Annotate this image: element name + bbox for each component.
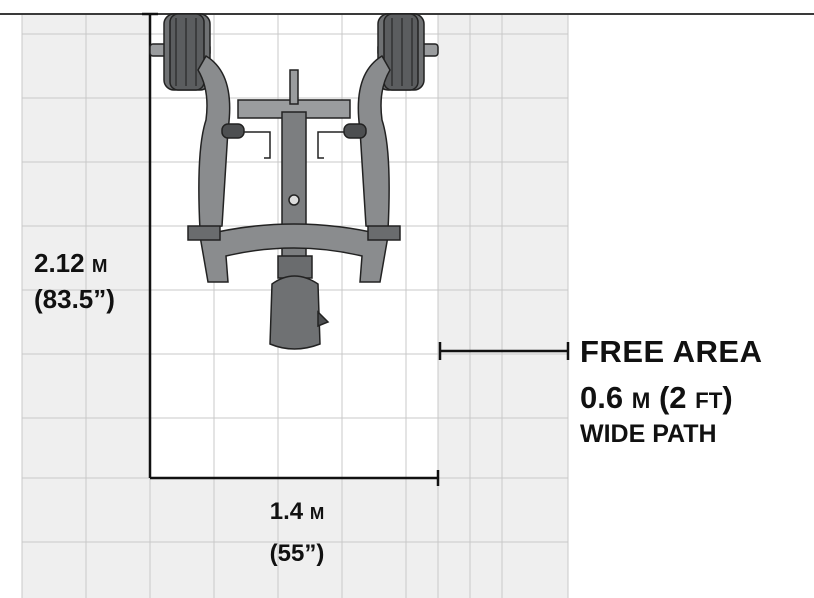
depth-metric-value: 2.12	[34, 248, 85, 278]
left-handle	[221, 123, 245, 139]
right-press-arm	[357, 54, 391, 231]
free-area-label: FREE AREA 0.6 M (2 FT) WIDE PATH	[580, 336, 762, 447]
free-area-path-label: WIDE PATH	[580, 420, 717, 448]
width-metric-unit: M	[309, 503, 325, 523]
width-metric: 1.4 M	[252, 500, 342, 542]
width-metric-value: 1.4	[269, 498, 304, 525]
free-area-size: 0.6 M (2 FT)	[580, 382, 762, 422]
free-area-metric-unit: M	[631, 388, 651, 413]
free-area-imperial-close: )	[722, 380, 733, 415]
seat-pad	[269, 275, 321, 350]
dimension-lines	[142, 12, 570, 486]
depth-metric-unit: M	[91, 255, 108, 276]
depth-imperial: (83.5”)	[34, 284, 115, 314]
left-press-arm	[197, 54, 231, 231]
free-area-imperial-open: (2	[658, 380, 687, 415]
base-frame	[199, 223, 389, 283]
free-area-imperial-unit: FT	[695, 388, 723, 413]
depth-dimension-label: 2.12 M (83.5”)	[34, 250, 115, 322]
machine-illustration	[149, 13, 439, 350]
free-area-metric-value: 0.6	[580, 380, 624, 415]
right-handle	[343, 123, 367, 139]
width-imperial: (55”)	[269, 540, 325, 567]
depth-metric: 2.12 M	[34, 250, 115, 286]
width-dimension-label: 1.4 M (55”)	[252, 500, 342, 584]
free-area-title: FREE AREA	[580, 334, 763, 369]
